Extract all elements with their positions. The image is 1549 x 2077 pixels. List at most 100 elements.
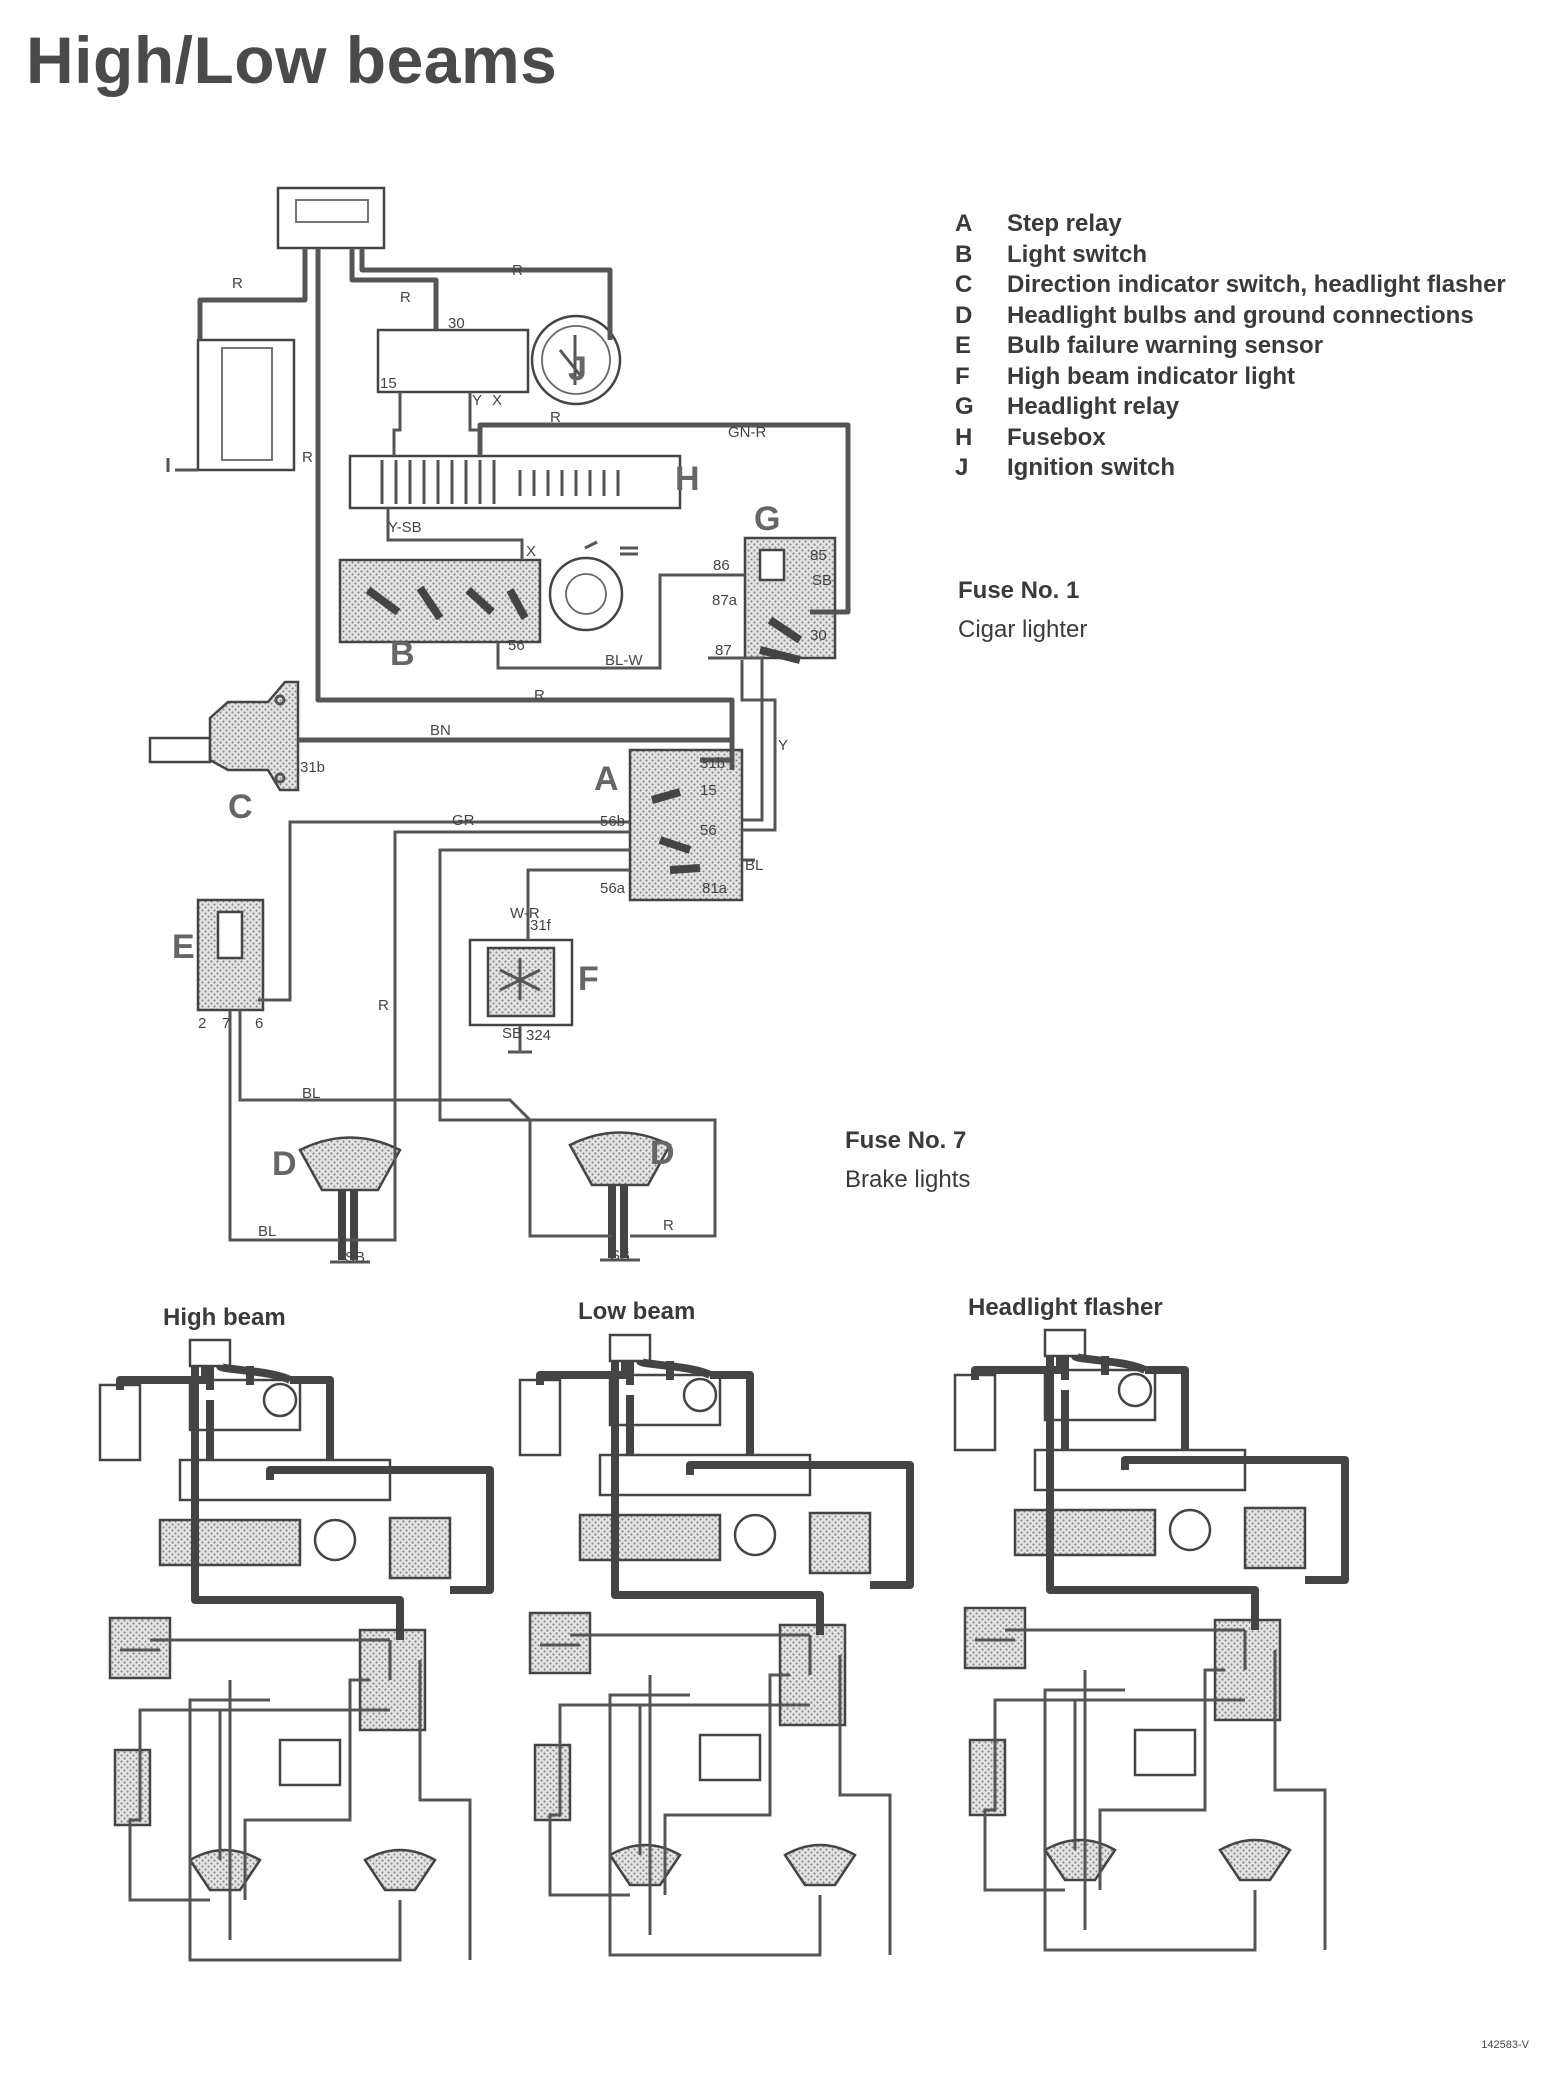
- component-letter-h: H: [675, 460, 700, 498]
- battery-ground: [166, 458, 198, 472]
- wire-y-relay: [708, 656, 764, 822]
- terminal-label: 30: [448, 315, 465, 332]
- light-knob-inner: [565, 573, 607, 615]
- wire-label: R: [512, 262, 523, 279]
- wire-label: W-R: [510, 905, 540, 922]
- relay-coil: [758, 548, 786, 582]
- wire-bl-left: [228, 1010, 340, 1242]
- switch-screw-bottom: [274, 772, 286, 784]
- wire-label: GN-R: [728, 424, 766, 441]
- terminal-label: X: [492, 392, 502, 409]
- indicator-ground: [508, 1025, 532, 1054]
- headlight-bulb-left: [298, 1136, 402, 1192]
- terminal-label: 324: [526, 1027, 551, 1044]
- wire-label: Y-SB: [388, 519, 422, 536]
- ignition-key-icon: [558, 335, 582, 385]
- fuse-note-1: Fuse No. 1 Cigar lighter: [958, 577, 1088, 643]
- wire-r-right-headlight: [438, 848, 717, 1238]
- wire-label: R: [534, 687, 545, 704]
- wire-label: BL: [302, 1085, 320, 1102]
- mini-title-headlight-flasher: Headlight flasher: [968, 1294, 1163, 1321]
- wire-label: R: [378, 997, 389, 1014]
- headlight-bulb-right: [568, 1131, 672, 1187]
- wire-label: Y: [472, 392, 482, 409]
- mini-diagram-low-beam: [520, 1335, 910, 1955]
- component-letter-d2: D: [650, 1134, 675, 1172]
- terminal-label: 56: [700, 822, 717, 839]
- wire-r-top: [359, 248, 613, 340]
- wire-gn-r: [477, 422, 851, 615]
- terminal-label: 31b: [700, 755, 725, 772]
- terminal-label: 31b: [300, 759, 325, 776]
- headlight-ground-stems: [338, 1185, 628, 1260]
- wire-label: SB: [610, 1247, 630, 1264]
- terminal-label: 87: [715, 642, 732, 659]
- wire-label: BN: [430, 722, 451, 739]
- terminal-label: 15: [700, 782, 717, 799]
- component-letter-e: E: [172, 928, 195, 966]
- wire-label: R: [663, 1217, 674, 1234]
- stalk: [148, 736, 212, 764]
- wire-label: BL: [258, 1223, 276, 1240]
- wire-gr: [258, 820, 630, 1002]
- page-title: High/Low beams: [26, 23, 558, 97]
- terminal-label: 15: [380, 375, 397, 392]
- mini-title-high-beam: High beam: [163, 1304, 286, 1331]
- ignition-dial-inner: [541, 325, 611, 395]
- fuse-note-7: Fuse No. 7 Brake lights: [845, 1127, 971, 1193]
- wire-battery: [197, 248, 308, 340]
- headlight-symbol-icon: [584, 540, 638, 556]
- terminal-label: 2: [198, 1015, 206, 1032]
- wire-r-left-headlight: [345, 830, 630, 1242]
- fuse-slots: [380, 460, 620, 504]
- wire-label: R: [400, 289, 411, 306]
- light-switch-contacts: [365, 585, 529, 621]
- fusebox: [348, 454, 682, 510]
- battery: [196, 338, 296, 472]
- wire-label: SB: [502, 1025, 522, 1042]
- step-relay-contacts: [650, 788, 701, 874]
- wire-bl-w: [496, 573, 745, 670]
- component-letter-g: G: [754, 500, 780, 538]
- terminal-label: 31f: [530, 917, 552, 934]
- wire-r-main: [315, 248, 735, 763]
- figure-code: 142583-V: [1481, 2039, 1529, 2051]
- component-letter-j: J: [568, 350, 587, 388]
- mini-diagram-high-beam: [100, 1340, 490, 1960]
- wire-label: SB: [812, 572, 832, 589]
- junction-block-window: [295, 199, 369, 223]
- sensor-coil: [216, 910, 244, 960]
- battery-cell: [221, 347, 273, 461]
- wire-label: Y: [778, 737, 788, 754]
- wire-label: SB: [345, 1249, 365, 1266]
- wire-bn: [298, 737, 735, 770]
- component-letter-d1: D: [272, 1145, 297, 1183]
- switch-screw-top: [274, 694, 286, 706]
- wire-label: GR: [452, 812, 475, 829]
- terminal-label: 81a: [702, 880, 728, 897]
- wire-y-loop: [740, 660, 777, 832]
- terminal-label: X: [526, 543, 536, 560]
- wire-label: R: [232, 275, 243, 292]
- terminal-label: 7: [222, 1015, 230, 1032]
- light-switch: [338, 558, 542, 644]
- terminal-label: 86: [713, 557, 730, 574]
- mini-diagram-headlight-flasher: [955, 1330, 1345, 1950]
- terminal-label: 85: [810, 547, 827, 564]
- wire-label: R: [302, 449, 313, 466]
- wire-bl-right: [238, 1010, 612, 1238]
- step-relay: [628, 748, 744, 902]
- relay-contacts: [759, 616, 803, 664]
- terminal-label: 30: [810, 627, 827, 644]
- component-letter-c: C: [228, 788, 253, 826]
- wire-y-sb: [386, 508, 524, 560]
- ground-symbols: [330, 1258, 640, 1264]
- terminal-label: 56: [508, 637, 525, 654]
